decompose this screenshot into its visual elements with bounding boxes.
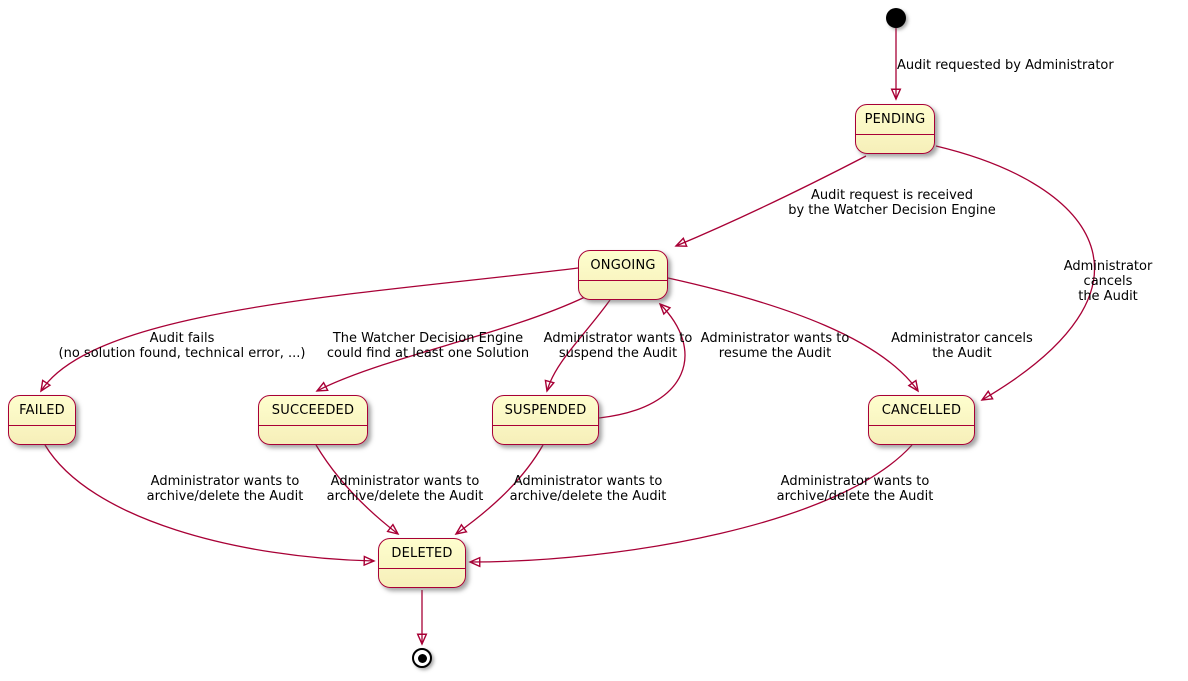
label-cancelled-deleted: Administrator wants to archive/delete th…	[776, 474, 934, 504]
edge-ongoing-to-suspended	[544, 299, 611, 393]
final-state-node	[412, 648, 432, 668]
state-failed-body	[9, 426, 75, 444]
state-ongoing-body	[579, 281, 667, 299]
edge-suspended-to-deleted	[454, 444, 544, 536]
label-suspended-ongoing: Administrator wants to resume the Audit	[700, 331, 850, 361]
state-cancelled: CANCELLED	[868, 395, 975, 445]
state-ongoing: ONGOING	[578, 250, 668, 300]
state-suspended-label: SUSPENDED	[493, 396, 598, 426]
final-state-dot	[417, 653, 427, 663]
edge-ongoing-to-succeeded	[315, 296, 586, 392]
state-cancelled-body	[869, 426, 974, 444]
edge-ongoing-to-failed	[40, 267, 579, 393]
state-deleted-label: DELETED	[379, 539, 465, 569]
state-succeeded-label: SUCCEEDED	[259, 396, 367, 426]
state-suspended: SUSPENDED	[492, 395, 599, 445]
edge-failed-to-deleted	[44, 444, 376, 567]
label-suspended-deleted: Administrator wants to archive/delete th…	[509, 474, 667, 504]
edge-succeeded-to-deleted	[315, 444, 400, 536]
state-succeeded-body	[259, 426, 367, 444]
edge-ongoing-to-cancelled	[667, 277, 920, 393]
state-ongoing-label: ONGOING	[579, 251, 667, 281]
initial-state-node	[886, 8, 906, 28]
edge-pending-to-cancelled	[935, 145, 1096, 401]
state-pending-body	[856, 135, 934, 153]
label-succeeded-deleted: Administrator wants to archive/delete th…	[326, 474, 484, 504]
label-ongoing-cancelled: Administrator cancels the Audit	[891, 331, 1033, 361]
state-deleted: DELETED	[378, 538, 466, 588]
label-ongoing-failed: Audit fails (no solution found, technica…	[58, 331, 306, 361]
edge-pending-to-ongoing	[674, 155, 867, 247]
state-cancelled-label: CANCELLED	[869, 396, 974, 426]
label-ongoing-suspended: Administrator wants to suspend the Audit	[543, 331, 693, 361]
state-failed-label: FAILED	[9, 396, 75, 426]
state-succeeded: SUCCEEDED	[258, 395, 368, 445]
state-pending-label: PENDING	[856, 105, 934, 135]
state-suspended-body	[493, 426, 598, 444]
label-failed-deleted: Administrator wants to archive/delete th…	[146, 474, 304, 504]
edge-cancelled-to-deleted	[468, 444, 913, 568]
label-pending-ongoing: Audit request is received by the Watcher…	[788, 188, 996, 218]
label-pending-cancelled: Administrator cancels the Audit	[1063, 259, 1153, 304]
label-ongoing-succeeded: The Watcher Decision Engine could find a…	[326, 331, 530, 361]
edge-suspended-to-ongoing	[598, 302, 686, 419]
state-deleted-body	[379, 569, 465, 587]
state-pending: PENDING	[855, 104, 935, 154]
state-failed: FAILED	[8, 395, 76, 445]
label-initial-pending: Audit requested by Administrator	[897, 58, 1114, 73]
